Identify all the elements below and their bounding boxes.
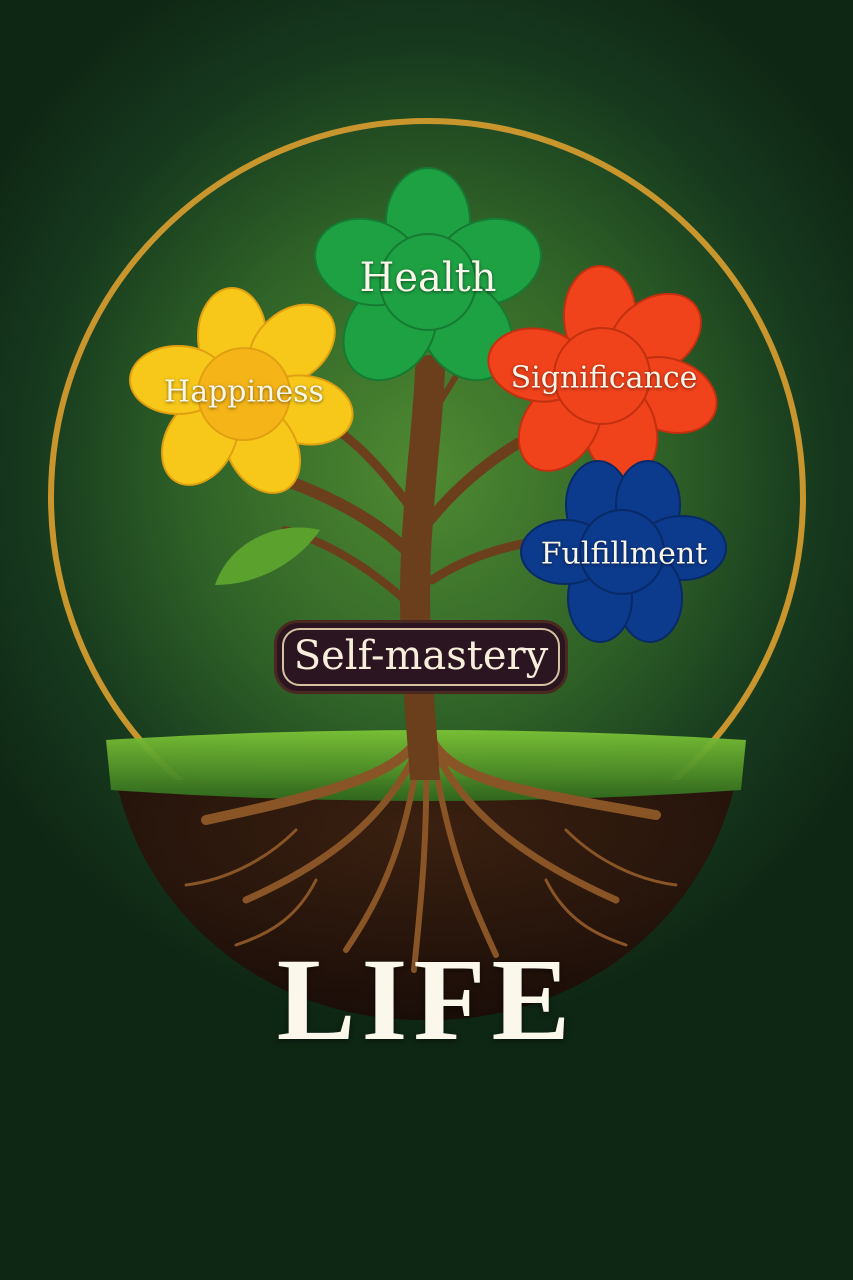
badge-inner-border [282, 628, 560, 686]
self-mastery-badge: Self-mastery [274, 620, 568, 694]
happiness-label: Happiness [164, 374, 324, 410]
flower-fulfillment [520, 460, 727, 643]
flowers [129, 167, 727, 643]
fulfillment-label: Fulfillment [540, 536, 708, 572]
health-label: Health [359, 255, 497, 301]
flower-significance [487, 265, 718, 481]
flower-health [314, 167, 542, 382]
significance-label: Significance [510, 360, 698, 396]
flower-happiness [129, 287, 354, 494]
page-title: LIFE [276, 934, 577, 1065]
self-mastery-label: Self-mastery [293, 633, 549, 680]
